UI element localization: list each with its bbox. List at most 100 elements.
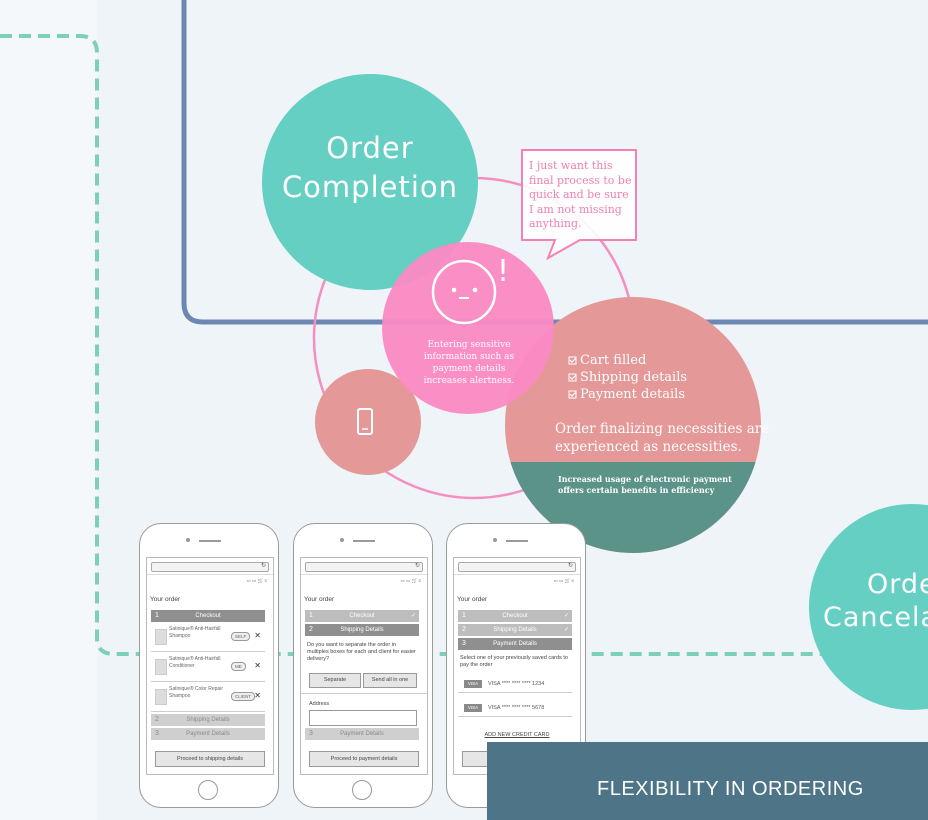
reload-icon[interactable]: ↻ bbox=[260, 563, 266, 569]
step-title: Shipping Details bbox=[493, 627, 537, 633]
proceed-payment-button[interactable]: Proceed to payment details bbox=[309, 751, 419, 767]
emotion-line: information such as bbox=[423, 352, 515, 362]
separate-button[interactable]: Separate bbox=[309, 673, 361, 688]
step-title: Payment Details bbox=[493, 641, 537, 647]
quote-line: I just want this bbox=[529, 159, 613, 172]
banner-label: FLEXIBILITY IN ORDERING bbox=[597, 778, 864, 800]
order-item: Satinique® Anti-Hairfall Shampoo SELF ✕ bbox=[151, 622, 265, 652]
order-completion-title: Order Completion bbox=[262, 129, 478, 207]
benefit-text: Increased usage of electronic payment of… bbox=[558, 474, 732, 496]
quote-text: I just want this final process to be qui… bbox=[529, 159, 631, 232]
product-thumbnail bbox=[155, 689, 167, 705]
speaker-grille bbox=[506, 540, 528, 542]
proceed-shipping-button[interactable]: Proceed to shipping details bbox=[155, 751, 265, 767]
saved-card[interactable]: VISA VISA **** **** **** 1234 bbox=[458, 676, 572, 693]
quote-line: anything. bbox=[529, 217, 582, 230]
recipient-tag[interactable]: ME bbox=[231, 662, 246, 671]
header-icons: ▭ ▭ 🛒 ≡ bbox=[246, 578, 267, 583]
recipient-tag[interactable]: CLIENT bbox=[231, 692, 256, 701]
smartphone-icon bbox=[357, 408, 373, 435]
title-line: Order bbox=[326, 131, 414, 165]
benefit-line: Increased usage of electronic payment bbox=[558, 474, 732, 484]
remove-icon[interactable]: ✕ bbox=[254, 691, 261, 700]
your-order-label: Your order bbox=[150, 596, 181, 603]
camera-dot bbox=[186, 538, 190, 542]
add-credit-card-link[interactable]: ADD NEW CREDIT CARD bbox=[484, 732, 550, 738]
divider bbox=[301, 693, 427, 694]
header-icons: ▭ ▭ 🛒 ≡ bbox=[553, 578, 574, 583]
emotion-line: Entering sensitive bbox=[427, 340, 511, 350]
checklist-item: Shipping details bbox=[580, 370, 688, 385]
step-number: 3 bbox=[309, 730, 313, 737]
neutral-face-icon bbox=[431, 259, 497, 325]
remove-icon[interactable]: ✕ bbox=[254, 661, 261, 670]
divider bbox=[147, 574, 273, 575]
step-shipping-bar[interactable]: 2 Shipping Details ✓ bbox=[458, 624, 572, 636]
divider bbox=[301, 574, 427, 575]
reload-icon[interactable]: ↻ bbox=[414, 563, 420, 569]
product-thumbnail bbox=[155, 629, 167, 645]
product-name: Satinique® Anti-Hairfall Shampoo bbox=[169, 626, 221, 639]
address-input[interactable] bbox=[309, 710, 417, 726]
step-title: Payment Details bbox=[186, 731, 230, 737]
recipient-tag[interactable]: SELF bbox=[231, 632, 251, 641]
url-bar[interactable]: ↻ bbox=[305, 562, 423, 572]
statement-line: Order finalizing necessities are bbox=[555, 421, 770, 437]
your-order-label: Your order bbox=[457, 596, 488, 603]
product-thumbnail bbox=[155, 659, 167, 675]
step-number: 1 bbox=[309, 612, 313, 619]
card-number: VISA **** **** **** 5678 bbox=[488, 705, 545, 711]
step-title: Checkout bbox=[349, 613, 375, 619]
emotion-circle bbox=[382, 242, 554, 414]
camera-dot bbox=[493, 538, 497, 542]
section-banner: FLEXIBILITY IN ORDERING bbox=[487, 742, 928, 820]
quote-line: I am not missing bbox=[529, 202, 622, 216]
reload-icon[interactable]: ↻ bbox=[567, 563, 573, 569]
send-all-button[interactable]: Send all in one bbox=[363, 673, 417, 688]
url-bar[interactable]: ↻ bbox=[151, 562, 269, 572]
step-title: Checkout bbox=[502, 613, 528, 619]
checklist-item: Cart filled bbox=[580, 353, 647, 368]
remove-icon[interactable]: ✕ bbox=[254, 631, 261, 640]
necessities-checklist: Cart filled Shipping details Payment det… bbox=[580, 352, 687, 403]
step-number: 1 bbox=[155, 612, 159, 619]
visa-icon: VISA bbox=[464, 704, 482, 712]
order-completion-circle bbox=[262, 74, 478, 290]
checkbox-icons bbox=[568, 356, 577, 399]
camera-dot bbox=[340, 538, 344, 542]
title-line: Cancela bbox=[823, 602, 928, 633]
saved-card[interactable]: VISA VISA **** **** **** 5678 bbox=[458, 700, 572, 717]
statement-line: experienced as necessities. bbox=[555, 439, 742, 455]
order-item: Satinique® Color Repair Shampoo CLIENT ✕ bbox=[151, 682, 265, 712]
home-button[interactable] bbox=[198, 780, 218, 800]
product-name: Satinique® Color Repair Shampoo bbox=[169, 686, 223, 699]
step-number: 2 bbox=[462, 626, 466, 633]
visa-icon: VISA bbox=[464, 680, 482, 688]
check-icon: ✓ bbox=[563, 613, 569, 619]
title-line: Completion bbox=[281, 170, 459, 204]
left-background-panel bbox=[0, 0, 97, 820]
url-bar[interactable]: ↻ bbox=[458, 562, 576, 572]
title-line: Orde bbox=[867, 569, 928, 600]
speaker-grille bbox=[353, 540, 375, 542]
emotion-text: Entering sensitive information such as p… bbox=[402, 339, 536, 387]
speaker-grille bbox=[199, 540, 221, 542]
exclamation-mark: ! bbox=[497, 254, 510, 289]
home-button[interactable] bbox=[352, 780, 372, 800]
step-number: 3 bbox=[155, 730, 159, 737]
step-payment-bar[interactable]: 3 Payment Details bbox=[151, 728, 265, 740]
card-prompt: Select one of your previously saved card… bbox=[460, 655, 568, 668]
step-title: Shipping Details bbox=[186, 717, 230, 723]
check-icon: ✓ bbox=[563, 627, 569, 633]
